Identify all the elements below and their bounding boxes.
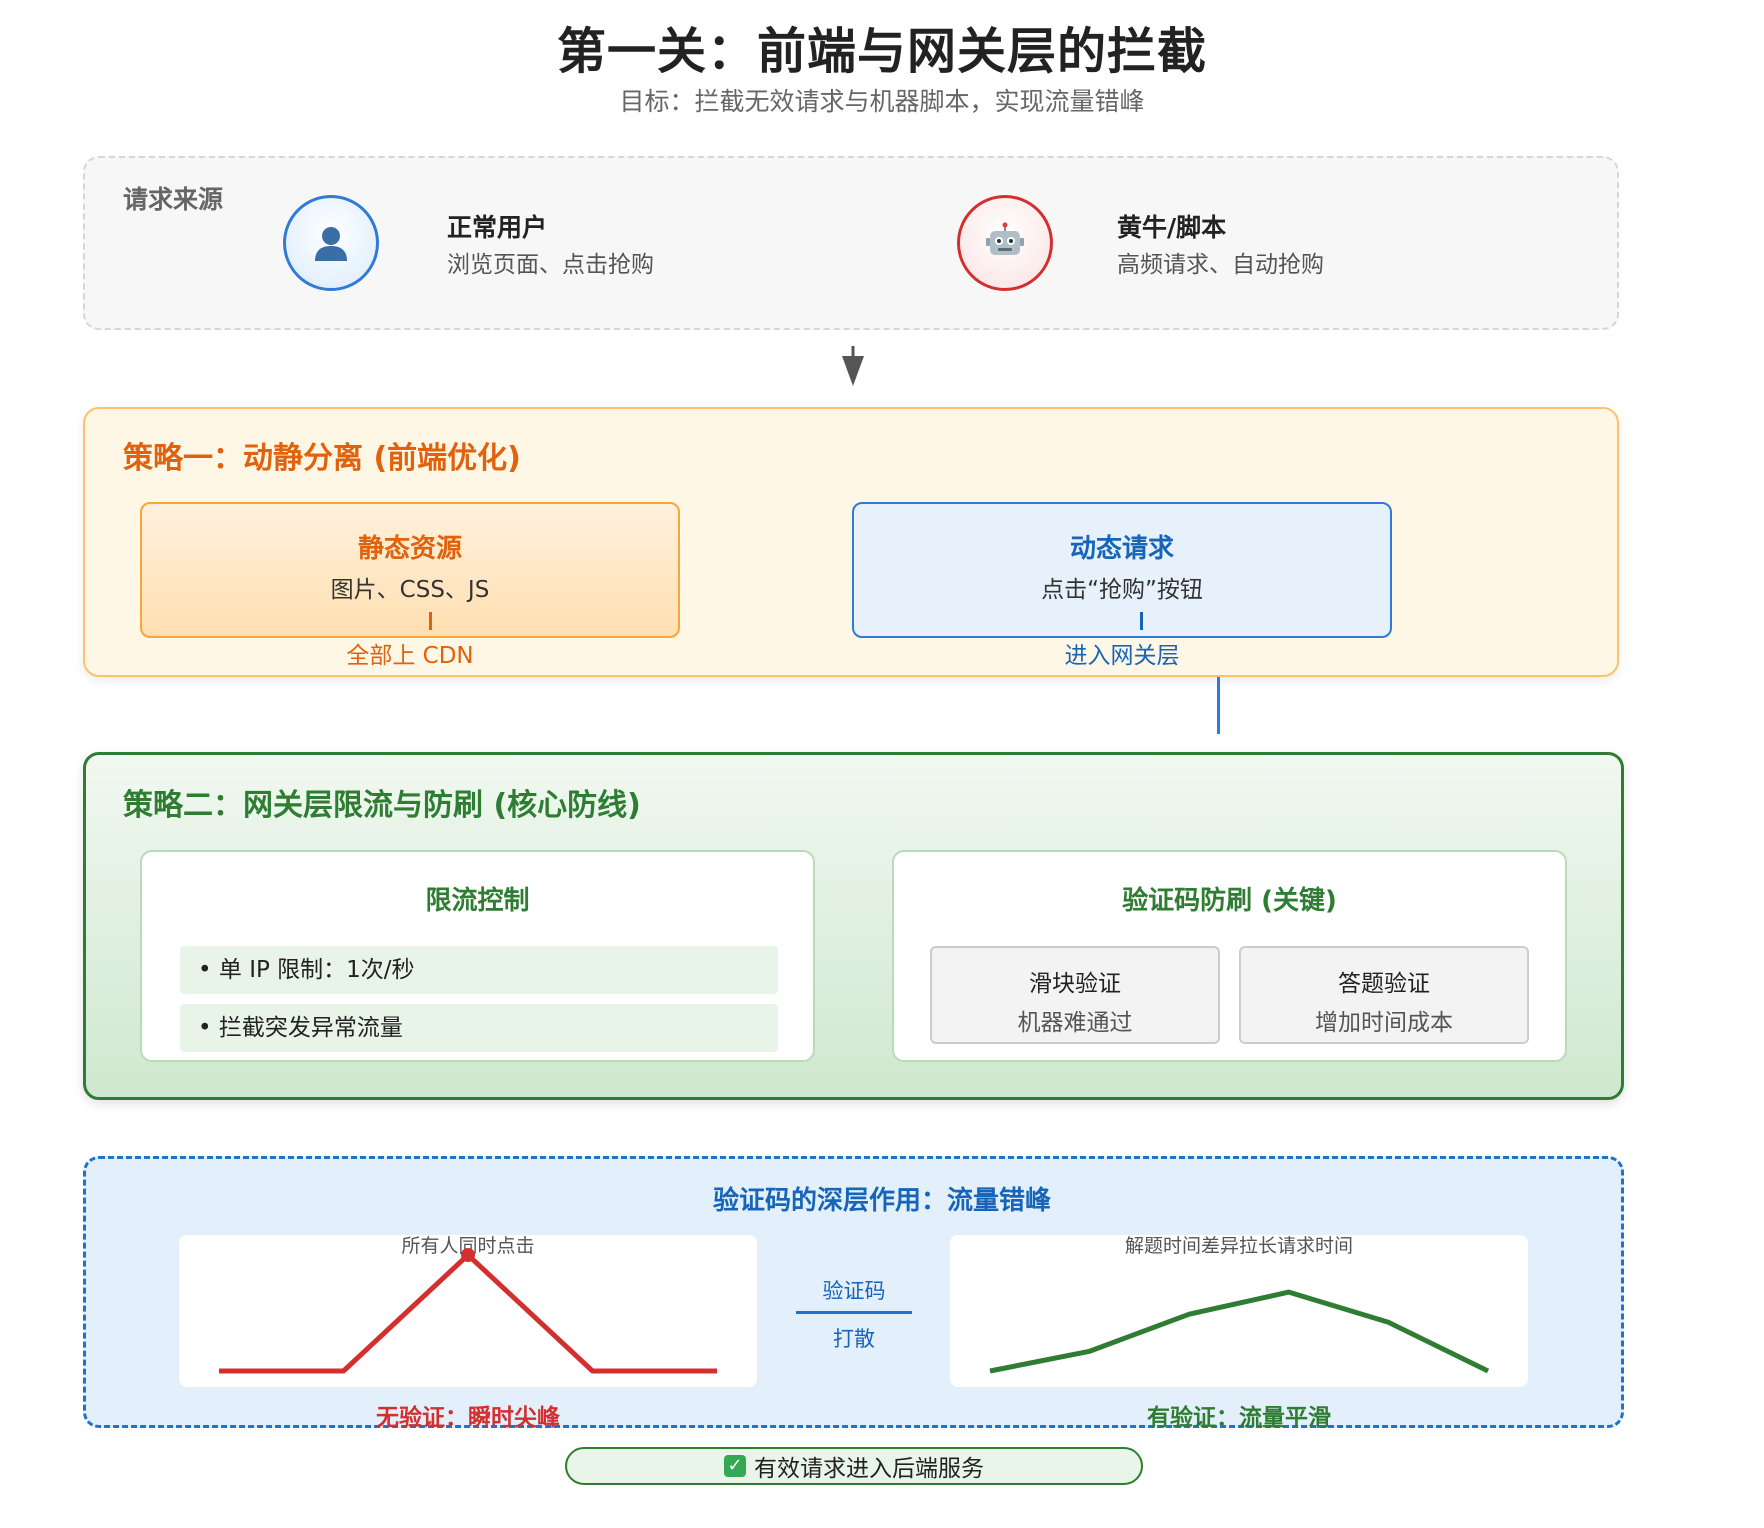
dynamic-requests-desc: 点击“抢购”按钮 xyxy=(1041,577,1203,603)
rate-limit-title: 限流控制 xyxy=(425,886,530,916)
spike-line xyxy=(219,1252,717,1374)
static-route-label: 全部上 CDN xyxy=(346,643,474,669)
captcha-middle-label: 验证码 xyxy=(822,1279,886,1303)
spike-chart-caption: 所有人同时点击 xyxy=(401,1235,535,1257)
slider-captcha-name: 滑块验证 xyxy=(1029,971,1121,997)
smooth-chart-caption: 解题时间差异拉长请求时间 xyxy=(1124,1235,1353,1257)
result-badge: ✓ 有效请求进入后端服务 xyxy=(565,1447,1143,1485)
dynamic-requests-title: 动态请求 xyxy=(1069,534,1174,564)
static-resources-title: 静态资源 xyxy=(357,534,462,564)
user-silhouette xyxy=(315,227,347,261)
strategy1-title: 策略一：动静分离 (前端优化) xyxy=(123,441,521,476)
quiz-captcha-desc: 增加时间成本 xyxy=(1315,1010,1453,1036)
dynamic-requests-box xyxy=(852,502,1392,638)
spike-chart xyxy=(219,1248,717,1374)
captcha-title: 验证码防刷 (关键) xyxy=(1122,886,1337,916)
static-resources-box xyxy=(140,502,680,638)
peak-point xyxy=(461,1248,475,1262)
normal-user-name: 正常用户 xyxy=(447,213,548,242)
quiz-captcha-name: 答题验证 xyxy=(1338,971,1430,997)
static-resources-desc: 图片、CSS、JS xyxy=(330,577,490,603)
robot-icon xyxy=(957,195,1053,291)
static-route-tick xyxy=(429,612,432,630)
smooth-chart xyxy=(989,1289,1490,1374)
smooth-line xyxy=(989,1289,1490,1374)
user-icon xyxy=(283,195,379,291)
robot-face xyxy=(986,222,1024,255)
scatter-middle-label: 打散 xyxy=(833,1327,875,1351)
result-text: 有效请求进入后端服务 xyxy=(754,1456,984,1482)
gateway-connector-line xyxy=(1217,677,1220,734)
dynamic-route-label: 进入网关层 xyxy=(1064,643,1180,669)
rate-limit-rule: • 拦截突发异常流量 xyxy=(180,1004,778,1052)
smooth-chart-verdict: 有验证：流量平滑 xyxy=(1147,1405,1331,1431)
strategy2-title: 策略二：网关层限流与防刷 (核心防线) xyxy=(123,788,641,823)
dynamic-route-tick xyxy=(1140,612,1143,630)
bot-name: 黄牛/脚本 xyxy=(1117,213,1227,242)
slider-captcha-desc: 机器难通过 xyxy=(1017,1010,1133,1036)
request-source-label: 请求来源 xyxy=(123,185,224,214)
quiz-captcha-option xyxy=(1239,946,1529,1044)
page-subtitle: 目标：拦截无效请求与机器脚本，实现流量错峰 xyxy=(619,87,1145,116)
captcha-middle-divider xyxy=(796,1311,912,1314)
traffic-smoothing-title: 验证码的深层作用：流量错峰 xyxy=(712,1186,1051,1216)
spike-chart-verdict: 无验证：瞬时尖峰 xyxy=(376,1405,560,1431)
page-title: 第一关：前端与网关层的拦截 xyxy=(556,23,1207,80)
check-icon: ✓ xyxy=(724,1455,746,1477)
bot-desc: 高频请求、自动抢购 xyxy=(1117,252,1324,278)
slider-captcha-option xyxy=(930,946,1220,1044)
down-arrow-icon xyxy=(842,346,864,386)
rate-limit-rule: • 单 IP 限制：1次/秒 xyxy=(180,946,778,994)
normal-user-desc: 浏览页面、点击抢购 xyxy=(447,252,654,278)
